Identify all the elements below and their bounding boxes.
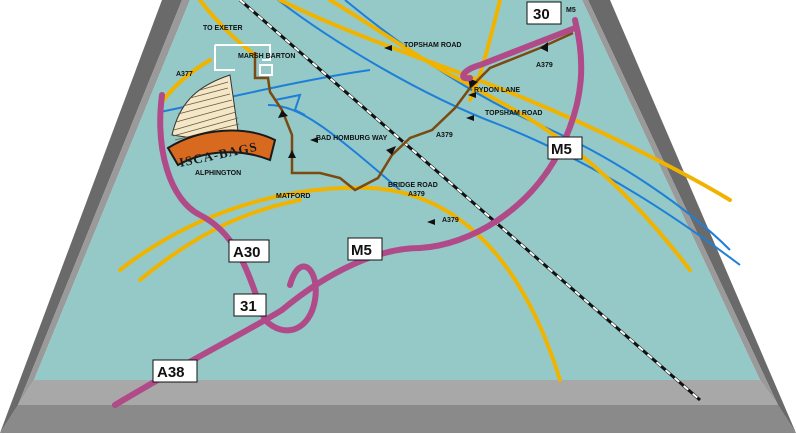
shield-a30-label: A30 bbox=[233, 244, 261, 261]
label-topsham-road-lower: TOPSHAM ROAD bbox=[485, 110, 542, 117]
label-topsham-road-upper: TOPSHAM ROAD bbox=[404, 42, 461, 49]
shield-j30: 30 bbox=[526, 1, 562, 25]
shield-j31-label: 31 bbox=[240, 298, 257, 315]
shield-m5-center-label: M5 bbox=[351, 242, 372, 259]
marsh-barton-outline bbox=[214, 44, 273, 76]
place-to-exeter: TO EXETER bbox=[203, 25, 243, 32]
map-frame-inner-left bbox=[18, 0, 190, 405]
label-bridge-road: BRIDGE ROAD bbox=[388, 182, 438, 189]
label-pointer-arrows bbox=[310, 45, 476, 225]
shield-m5-right-label: M5 bbox=[551, 141, 572, 158]
label-a379-mid: A379 bbox=[436, 132, 453, 139]
label-a379-top: A379 bbox=[536, 62, 553, 69]
map-frame bbox=[0, 405, 796, 433]
shield-a30: A30 bbox=[228, 239, 270, 263]
shield-a38-label: A38 bbox=[157, 364, 185, 381]
place-marsh-barton: MARSH BARTON bbox=[238, 53, 295, 60]
map-frame-left bbox=[0, 0, 182, 433]
label-rydon-lane: RYDON LANE bbox=[474, 87, 520, 94]
shield-m5-center: M5 bbox=[347, 237, 383, 261]
map-frame-inner bbox=[18, 380, 778, 405]
railway-line bbox=[239, 0, 701, 402]
map-frame-inner-right bbox=[582, 0, 778, 405]
label-a379-bottom: A379 bbox=[442, 217, 459, 224]
place-matford: MATFORD bbox=[276, 193, 310, 200]
place-alphington: ALPHINGTON bbox=[195, 170, 241, 177]
shield-a38: A38 bbox=[152, 359, 198, 383]
label-bad-homburg-way: BAD HOMBURG WAY bbox=[316, 135, 388, 142]
shield-j31: 31 bbox=[233, 293, 267, 317]
label-a377: A377 bbox=[176, 71, 193, 78]
label-a379-bridge: A379 bbox=[408, 191, 425, 198]
route-arrows bbox=[278, 42, 548, 158]
shield-m5-right: M5 bbox=[547, 136, 583, 160]
shield-m5-small-label: M5 bbox=[566, 7, 576, 14]
shield-j30-label: 30 bbox=[533, 6, 550, 23]
isca-bags-logo: ISCA-BAGS bbox=[166, 74, 277, 170]
